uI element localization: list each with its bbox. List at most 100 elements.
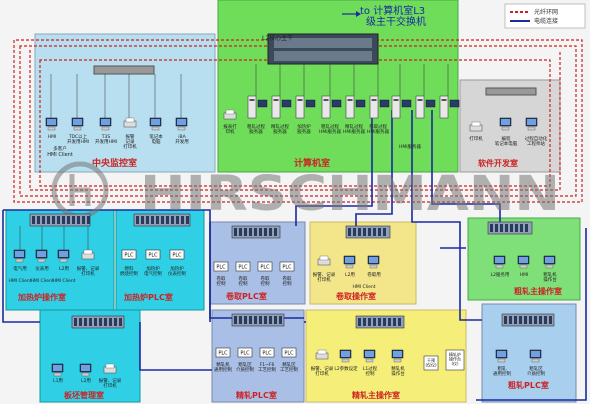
plc-module (534, 316, 537, 324)
server-icon (247, 95, 257, 119)
heating-device-label-0: 电气用 (13, 265, 27, 272)
coiler-plc-label-0: 卷取控制 (217, 275, 226, 287)
billet-pc-1 (79, 363, 92, 377)
plc-box-icon (213, 261, 229, 272)
keyboard-icon (59, 258, 68, 263)
plc-module (495, 224, 498, 232)
rough-op-switch (487, 221, 533, 235)
finish-pc-1 (339, 349, 352, 363)
plc-module (166, 216, 169, 224)
plc-box-label: PLC (172, 253, 182, 259)
software-printer (469, 121, 483, 132)
plc-module (32, 216, 35, 224)
cable-finish-drop (411, 110, 482, 321)
computer-server-9 (439, 95, 460, 119)
server-drive (323, 99, 329, 101)
coiler-op-switch (345, 225, 391, 239)
legend-cable-label: 电缆连接 (534, 17, 558, 25)
central-device-5 (175, 117, 188, 131)
plc-module (57, 216, 60, 224)
plc-module (84, 318, 87, 326)
finish-pc-2 (363, 349, 376, 363)
room-label-rough-op: 粗轧主操作室 (514, 286, 562, 296)
plc-box-label: PLC (238, 265, 248, 271)
room-label-central: 中央监控室 (92, 157, 137, 169)
plc-box-icon (145, 249, 161, 260)
monitor-screen (15, 251, 24, 257)
finish-plc-box-3 (281, 347, 297, 358)
billet-pc-0 (51, 363, 64, 377)
server-drive (249, 99, 255, 101)
monitor-screen (59, 251, 68, 257)
plc-module (136, 216, 139, 224)
keyboard-icon (495, 264, 504, 269)
coiler-plc-box-3 (279, 261, 295, 272)
central-device-label-1: TDC以上开发用HMI (67, 133, 89, 145)
fiber-ring-inner (39, 59, 551, 187)
plc-module (274, 316, 277, 324)
coiler-plc-box-2 (257, 261, 273, 272)
heating-plc-switch (133, 213, 191, 227)
software-laptop (499, 117, 512, 131)
room-label-coiler-plc: 卷取PLC室 (225, 291, 267, 301)
heating-pc-0 (13, 249, 26, 263)
finish-op-switch (355, 315, 405, 329)
software-device-label-2: 过程自动化工程师站 (525, 135, 548, 147)
server-drive (297, 99, 303, 101)
plc-module (279, 316, 282, 324)
finish-plc-box-2 (259, 347, 275, 358)
computer-device-label-0: 报表打印机 (223, 123, 237, 135)
coiler-plc-switch (231, 225, 281, 239)
heating-plc-label-2: 加热炉仪表控制 (168, 265, 186, 277)
central-device-3 (123, 117, 137, 128)
plc-module (363, 228, 366, 236)
plc-box-icon (257, 261, 273, 272)
monitor-screen (345, 257, 354, 263)
coiler-hmi-label: HMI Client (352, 284, 375, 290)
printer-paper (471, 121, 481, 127)
plc-module (239, 316, 242, 324)
computer-printer (223, 109, 237, 120)
heating-hmi-label-0: HMI Client (8, 278, 31, 284)
cable-coiler-drop (295, 110, 373, 226)
plc-module (82, 216, 85, 224)
plc-box-icon (235, 261, 251, 272)
plc-module (176, 216, 179, 224)
room-label-heating-plc: 加热炉PLC室 (123, 292, 173, 302)
monitor-icon (425, 99, 436, 108)
plc-module (363, 318, 366, 326)
heating-hmi-label-1: HMI Client (30, 278, 53, 284)
heating-device-label-1: 仪表用 (35, 265, 49, 272)
plc-box-label: PLC (218, 351, 228, 357)
core-switch-label: L2核心主干 (262, 34, 293, 42)
keyboard-icon (101, 126, 110, 131)
coiler-plc-label-2: 卷取控制 (261, 275, 270, 287)
plc-module (509, 316, 512, 324)
uplink-arrowhead (356, 11, 361, 17)
plc-module (525, 224, 528, 232)
rough-op-label-0: L2服务用 (491, 271, 510, 278)
plc-module (249, 228, 252, 236)
coiler-plc-box-1 (235, 261, 251, 272)
coiler-plc-label-3: 卷取控制 (283, 275, 292, 287)
computer-server-3 (295, 95, 316, 119)
server-icon (369, 95, 379, 119)
monitor-screen (101, 119, 110, 125)
finish-op-extra-label: 干预(仅仪) (425, 357, 437, 368)
fiber-ring (13, 39, 583, 203)
finish-plc-label-1: 粗轧区介质控制 (236, 361, 254, 373)
plc-module (254, 228, 257, 236)
monitor-icon (331, 99, 342, 108)
room-label-finish-op: 精轧主操作室 (352, 390, 400, 400)
monitor-screen (47, 119, 56, 125)
plc-box-label: PLC (124, 253, 134, 259)
plc-module (393, 318, 396, 326)
central-device-2 (99, 117, 112, 131)
finish-plc-box-1 (237, 347, 253, 358)
room-label-computer: 计算机室 (294, 157, 330, 169)
finish-printer (315, 349, 329, 360)
heating-plc-box-2 (169, 249, 185, 260)
